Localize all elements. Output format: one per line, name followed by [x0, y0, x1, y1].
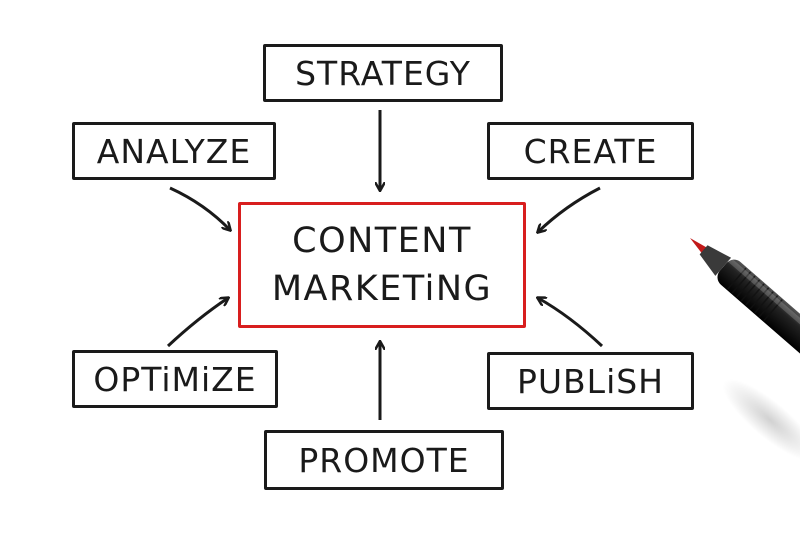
node-publish-label: PUBLiSH: [516, 361, 664, 401]
node-create-label: CREATE: [523, 131, 658, 171]
node-publish: PUBLiSH: [487, 352, 694, 410]
node-analyze-label: ANALYZE: [96, 131, 252, 171]
node-promote: PROMOTE: [264, 430, 504, 490]
node-optimize: OPTiMiZE: [72, 350, 278, 408]
node-strategy: STRATEGY: [263, 44, 503, 102]
arrow-optimize: [166, 298, 228, 348]
node-analyze: ANALYZE: [72, 122, 276, 180]
center-label-line1: CONTENT: [292, 221, 472, 261]
arrow-publish: [538, 298, 604, 348]
node-strategy-label: STRATEGY: [295, 53, 471, 93]
node-promote-label: PROMOTE: [298, 440, 470, 480]
node-content-marketing: CONTENT MARKETiNG: [238, 202, 526, 328]
arrow-create: [538, 186, 601, 232]
node-create: CREATE: [487, 122, 694, 180]
center-label-line2: MARKETiNG: [271, 269, 493, 309]
node-optimize-label: OPTiMiZE: [93, 359, 257, 399]
arrow-analyze: [169, 186, 230, 230]
